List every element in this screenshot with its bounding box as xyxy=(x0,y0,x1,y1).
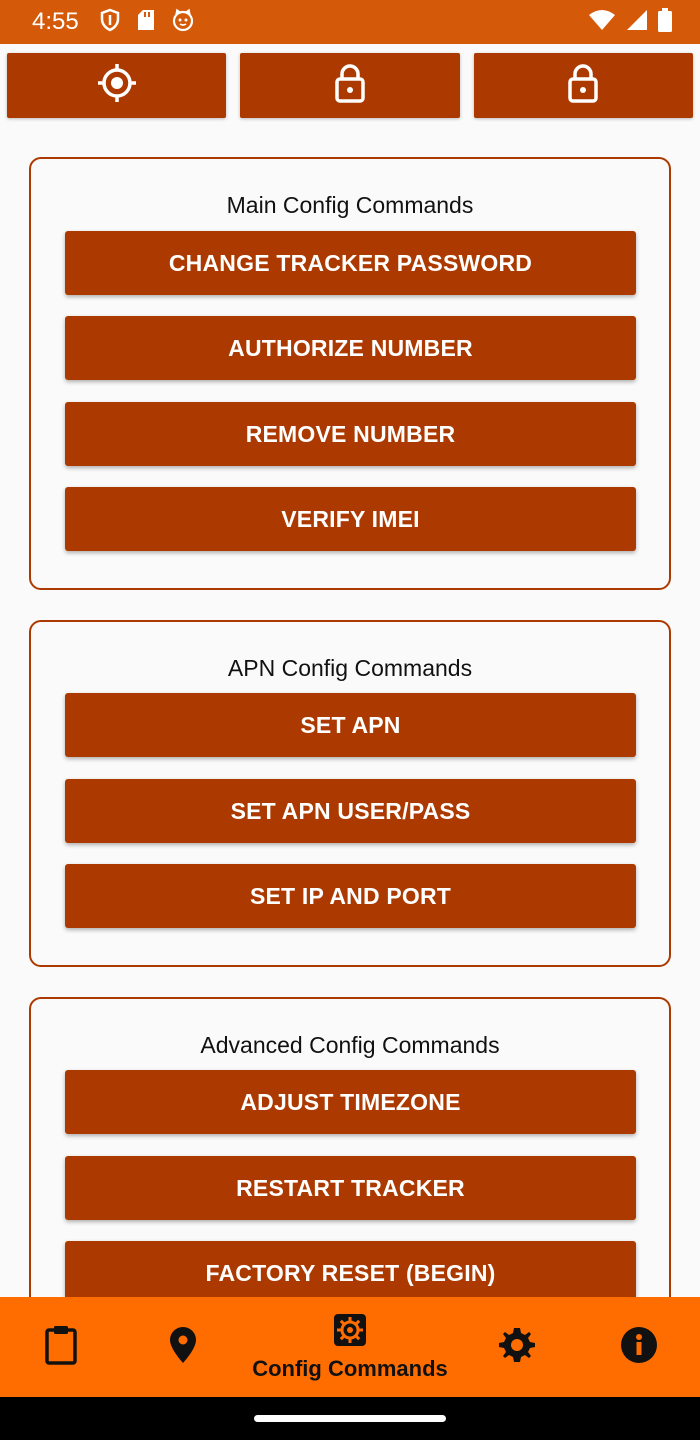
remove-number-button[interactable]: REMOVE NUMBER xyxy=(65,402,636,466)
gesture-bar xyxy=(0,1397,700,1440)
factory-reset-button[interactable]: FACTORY RESET (BEGIN) xyxy=(65,1241,636,1305)
authorize-number-button[interactable]: AUTHORIZE NUMBER xyxy=(65,316,636,380)
settings-gear-icon xyxy=(498,1326,536,1369)
bottom-nav: Config Commands xyxy=(0,1297,700,1397)
locate-button[interactable] xyxy=(7,53,227,118)
advanced-config-title: Advanced Config Commands xyxy=(200,1032,500,1058)
main-config-title: Main Config Commands xyxy=(226,192,474,218)
lock-button-1[interactable] xyxy=(240,53,460,118)
main-config-card: Main Config Commands CHANGE TRACKER PASS… xyxy=(29,157,671,590)
clipboard-icon xyxy=(44,1325,78,1370)
status-time: 4:55 xyxy=(32,8,79,35)
lock-icon xyxy=(567,63,599,108)
set-apn-user-pass-button[interactable]: SET APN USER/PASS xyxy=(65,779,636,843)
change-tracker-password-button[interactable]: CHANGE TRACKER PASSWORD xyxy=(65,231,636,295)
nav-config-commands[interactable]: Config Commands xyxy=(230,1297,470,1397)
adjust-timezone-button[interactable]: ADJUST TIMEZONE xyxy=(65,1070,636,1134)
nav-config-commands-label: Config Commands xyxy=(252,1355,448,1381)
battery-icon xyxy=(658,7,672,37)
sd-card-icon xyxy=(137,9,155,36)
nav-location[interactable] xyxy=(152,1297,214,1397)
verify-imei-button[interactable]: VERIFY IMEI xyxy=(65,487,636,551)
status-bar: 4:55 xyxy=(0,0,700,44)
restart-tracker-button[interactable]: RESTART TRACKER xyxy=(65,1156,636,1220)
apn-config-title: APN Config Commands xyxy=(227,655,473,681)
nav-settings[interactable] xyxy=(486,1297,548,1397)
info-icon xyxy=(620,1326,658,1369)
nav-clipboard[interactable] xyxy=(30,1297,92,1397)
top-action-bar xyxy=(7,53,693,118)
lock-button-2[interactable] xyxy=(473,53,693,118)
set-ip-and-port-button[interactable]: SET IP AND PORT xyxy=(65,864,636,928)
nav-info[interactable] xyxy=(608,1297,670,1397)
cat-icon xyxy=(171,8,195,37)
wifi-icon xyxy=(588,9,616,36)
config-gear-box-icon xyxy=(333,1313,367,1352)
set-apn-button[interactable]: SET APN xyxy=(65,693,636,757)
lock-icon xyxy=(334,63,366,108)
signal-icon xyxy=(626,9,648,36)
apn-config-card: APN Config Commands SET APN SET APN USER… xyxy=(29,620,671,967)
crosshair-icon xyxy=(96,62,138,109)
home-gesture-handle[interactable] xyxy=(254,1415,446,1422)
shield-icon xyxy=(99,8,121,37)
location-pin-icon xyxy=(169,1326,197,1369)
